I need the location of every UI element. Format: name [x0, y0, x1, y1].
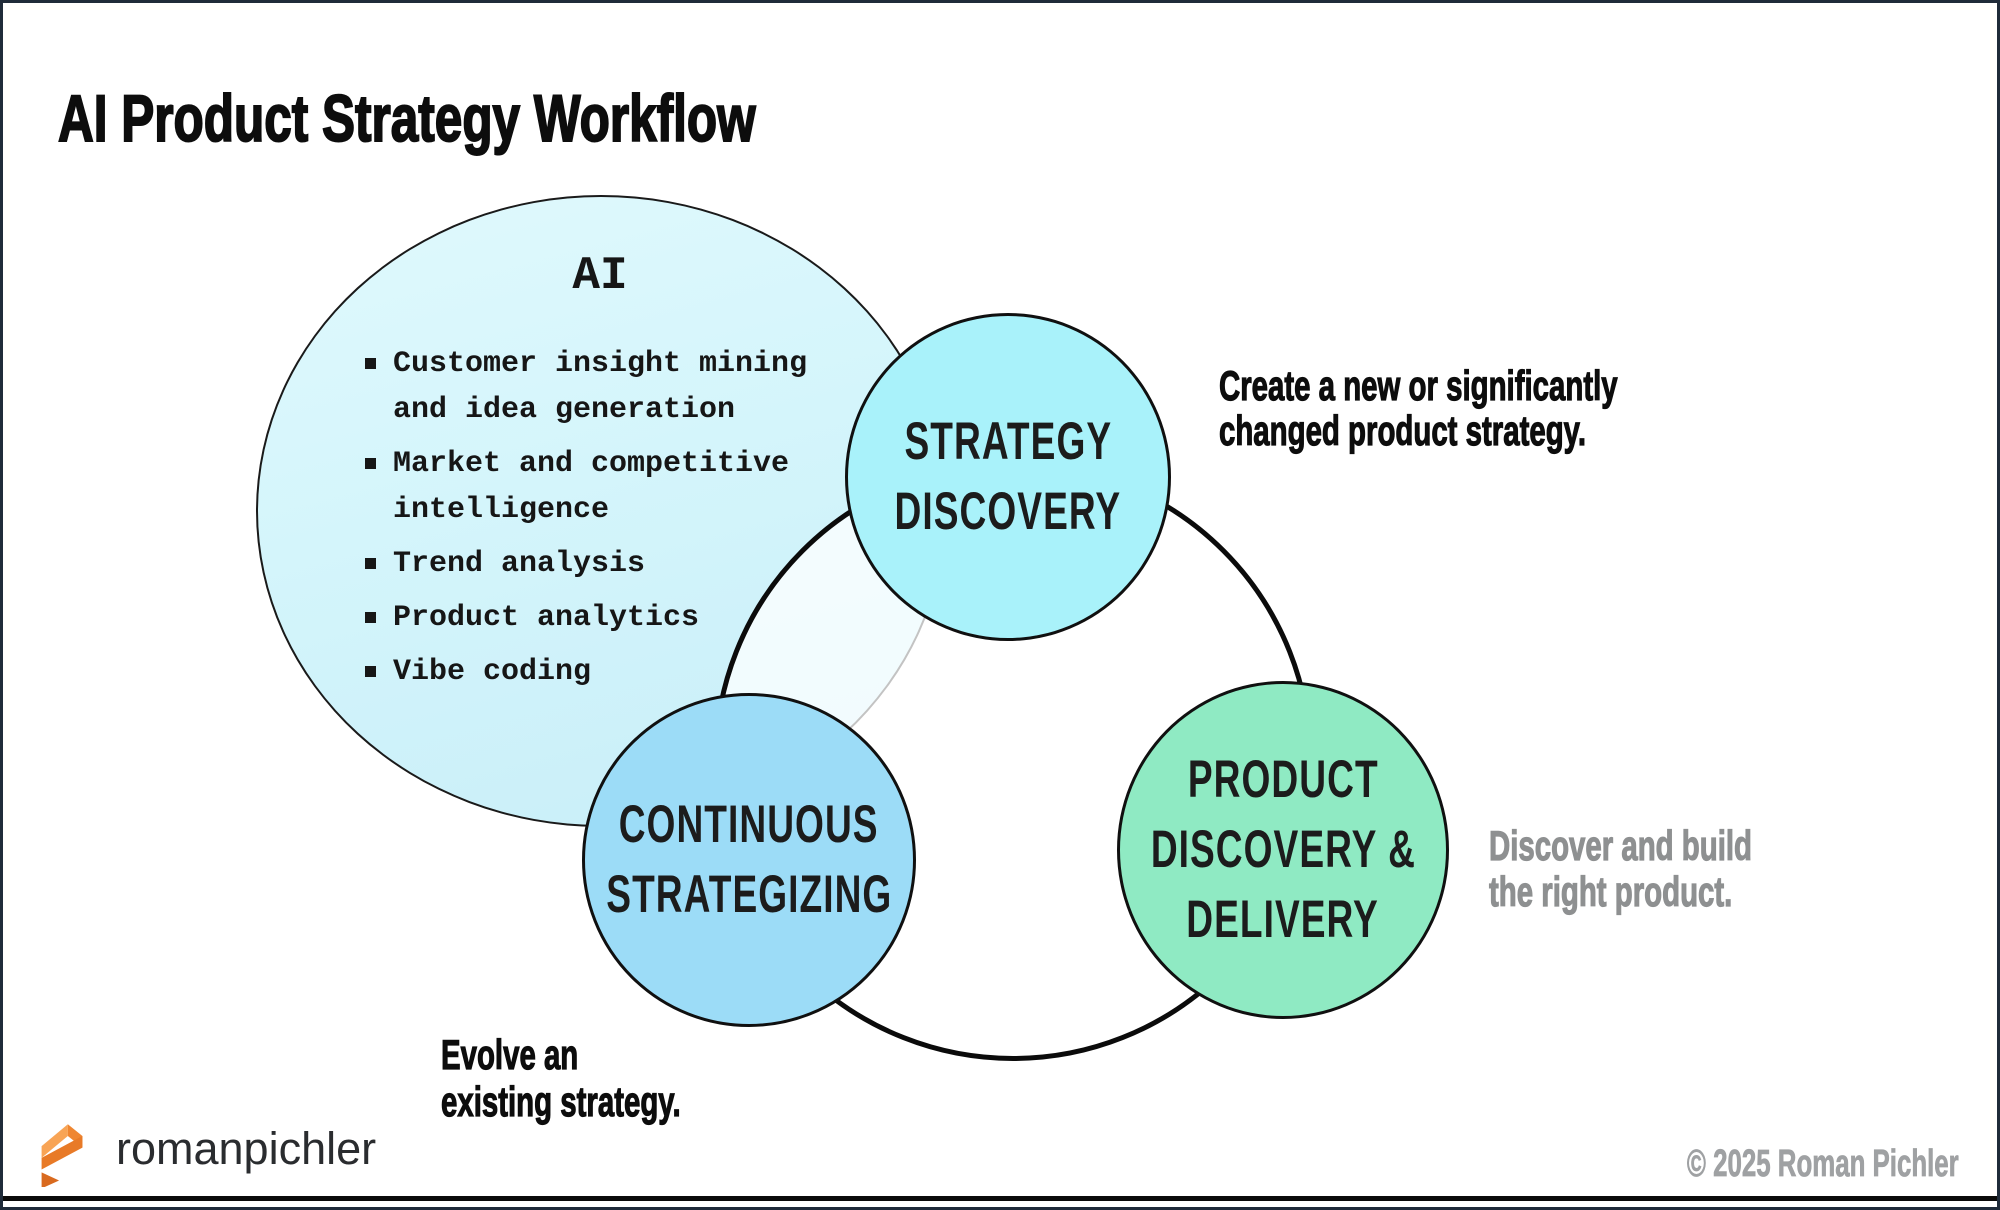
strategy-discovery-note: Create a new or significantly changed pr… — [1219, 362, 1619, 454]
copyright-text: © 2025 Roman Pichler — [1687, 1143, 1959, 1186]
note-line: changed product strategy. — [1219, 407, 1587, 454]
bullet-square-icon — [365, 458, 376, 469]
note-line: Discover and build — [1489, 822, 1753, 869]
bullet-square-icon — [365, 612, 376, 623]
page-title: AI Product Strategy Workflow — [57, 81, 756, 156]
note-line: the right product. — [1489, 868, 1733, 915]
list-item: Market and competitive intelligence — [363, 441, 815, 533]
continuous-strategizing-circle: CONTINUOUS STRATEGIZING — [582, 693, 916, 1027]
stage-label-line: CONTINUOUS — [619, 795, 879, 854]
bullet-text: Customer insight mining and idea generat… — [393, 347, 808, 427]
romanpichler-logo-icon — [41, 1124, 83, 1187]
ai-circle-title: AI — [572, 250, 628, 302]
list-item: Customer insight mining and idea generat… — [363, 341, 815, 433]
note-line: existing strategy. — [441, 1077, 681, 1125]
ai-bullet-list: Customer insight mining and idea generat… — [363, 341, 815, 703]
note-line: Create a new or significantly — [1219, 362, 1619, 409]
list-item: Vibe coding — [363, 649, 815, 695]
strategy-discovery-circle: STRATEGY DISCOVERY — [845, 313, 1171, 641]
bullet-text: Vibe coding — [393, 655, 592, 689]
stage-label-line: STRATEGY — [904, 412, 1112, 471]
bullet-square-icon — [365, 558, 376, 569]
list-item: Product analytics — [363, 595, 815, 641]
stage-label-line: DISCOVERY & — [1150, 820, 1416, 879]
brand-wordmark: romanpichler — [116, 1123, 377, 1174]
bullet-text: Trend analysis — [393, 547, 646, 581]
product-discovery-delivery-circle: PRODUCT DISCOVERY & DELIVERY — [1117, 681, 1449, 1019]
bullet-square-icon — [365, 666, 376, 677]
stage-label-line: DISCOVERY — [894, 482, 1122, 541]
stage-label-line: PRODUCT — [1187, 750, 1379, 809]
note-line: Evolve an — [441, 1030, 579, 1078]
list-item: Trend analysis — [363, 541, 815, 587]
product-discovery-delivery-note: Discover and build the right product. — [1489, 822, 1753, 915]
stage-label-line: STRATEGIZING — [605, 865, 893, 924]
continuous-strategizing-note: Evolve an existing strategy. — [441, 1030, 681, 1125]
footer-divider — [3, 1196, 1997, 1201]
bullet-text: Product analytics — [393, 601, 700, 635]
stage-label-line: DELIVERY — [1186, 890, 1380, 949]
bullet-text: Market and competitive intelligence — [393, 447, 790, 527]
bullet-square-icon — [365, 358, 376, 369]
